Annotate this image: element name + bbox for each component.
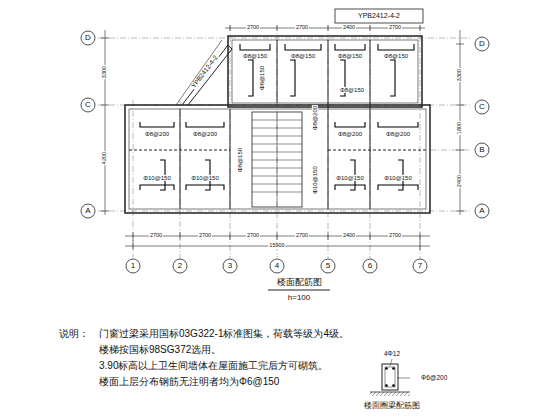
dimension: 3300 — [457, 68, 463, 82]
rebar-label: Φ8@200 — [312, 105, 318, 131]
axis-label: 1 — [130, 262, 136, 270]
dimension: 2700 — [246, 233, 260, 239]
slab-thickness: h=100 — [287, 294, 311, 302]
dimension: 4200 — [102, 151, 108, 165]
note-line: 门窗过梁采用国标03G322-1标准图集，荷载等级为4级。 — [98, 329, 350, 340]
dimension: 2400 — [457, 174, 463, 188]
dimension: 2700 — [149, 233, 163, 239]
rebar-label: Φ10@150 — [190, 175, 220, 181]
rebar-label: Φ8@150 — [259, 65, 265, 91]
rebar-label: Φ10@150 — [142, 175, 172, 181]
rebar-label: Φ8@200 — [385, 131, 411, 137]
dimension: 2700 — [388, 233, 402, 239]
plan-title: 楼面配筋图 — [276, 278, 323, 287]
rebar-label: Φ8@150 — [237, 147, 243, 173]
dimension: 3300 — [102, 65, 108, 79]
axis-label: C — [478, 103, 486, 111]
note-line: 楼梯按国标98SG372选用。 — [98, 345, 222, 356]
slab-tag: YPB2412-4-2 — [190, 54, 220, 91]
rebar-label: Φ8@200 — [144, 131, 170, 137]
rebar-label: Φ8@150 — [383, 53, 409, 59]
axis-label: 6 — [367, 262, 373, 270]
dimension: 2400 — [342, 25, 356, 31]
rebar-label: Φ6@200 — [420, 375, 448, 382]
axis-label: D — [478, 40, 486, 48]
axis-label: 2 — [177, 262, 183, 270]
dimension: 2700 — [388, 25, 402, 31]
dimension: 15900 — [268, 243, 285, 249]
note-heading: 说明： — [58, 329, 90, 340]
rebar-label: Φ10@150 — [312, 165, 318, 195]
rebar-label: Φ10@150 — [335, 175, 365, 181]
axis-label: C — [84, 101, 92, 109]
axis-label: 5 — [325, 262, 331, 270]
dimension: 2700 — [295, 233, 309, 239]
dimension: 1800 — [457, 121, 463, 135]
dimension: 2700 — [295, 25, 309, 31]
rebar-label: Φ8@150 — [290, 53, 316, 59]
rebar-label: Φ8@150 — [339, 87, 365, 93]
axis-label: 3 — [227, 262, 233, 270]
axis-label: A — [478, 207, 485, 215]
dimension: 2700 — [246, 25, 260, 31]
axis-label: D — [84, 34, 92, 42]
axis-label: 7 — [417, 262, 423, 270]
dimension: 2700 — [198, 233, 212, 239]
rebar-label: Φ8@150 — [337, 53, 363, 59]
rebar-label: Φ8@200 — [337, 131, 363, 137]
axis-label: A — [84, 207, 91, 215]
axis-label: B — [478, 146, 485, 154]
rebar-label: Φ8@150 — [242, 53, 268, 59]
note-line: 楼面上层分布钢筋无注明者均为Φ6@150 — [98, 377, 280, 388]
note-line: 3.90标高以上卫生间墙体在屋面施工完后方可砌筑。 — [98, 361, 329, 372]
slab-tag: YPB2412-4-2 — [357, 12, 401, 19]
rebar-label: Φ8@200 — [192, 131, 218, 137]
rebar-label: Φ10@150 — [383, 175, 413, 181]
axis-label: 4 — [274, 262, 280, 270]
rebar-label: 4Φ12 — [383, 351, 401, 358]
detail-title: 楼面圈梁配筋图 — [363, 402, 421, 410]
dimension: 2400 — [342, 233, 356, 239]
